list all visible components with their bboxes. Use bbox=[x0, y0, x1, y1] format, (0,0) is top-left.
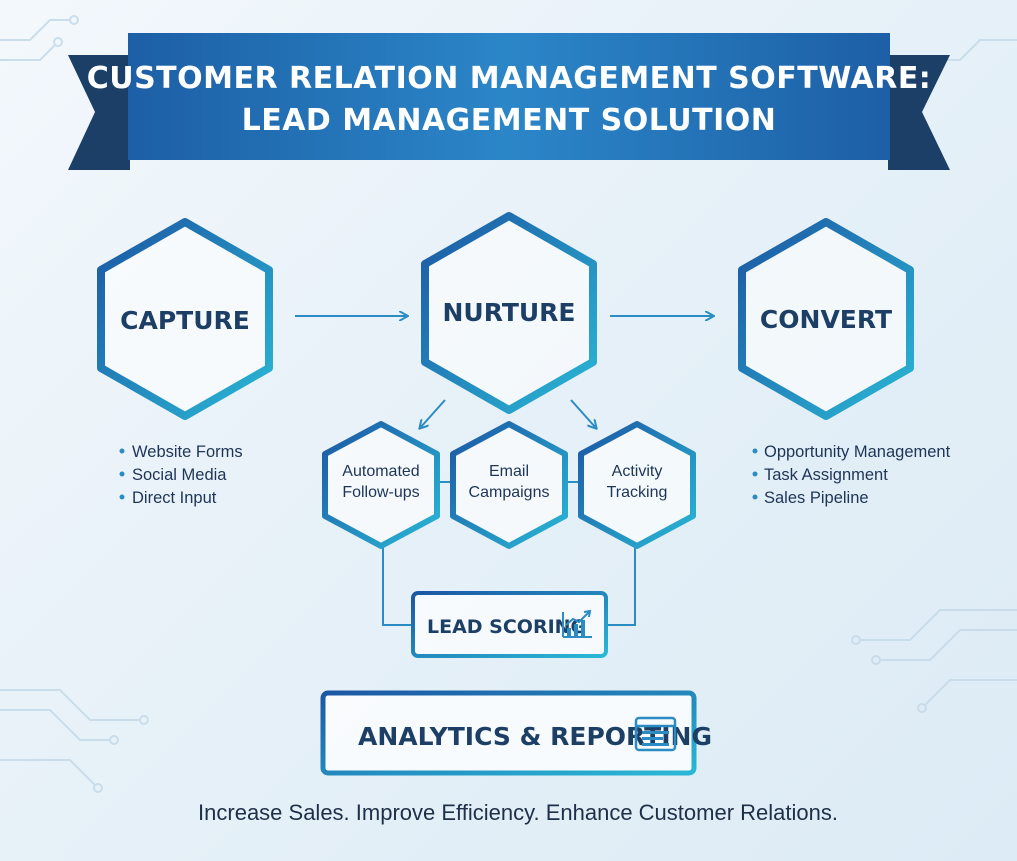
capture-bullet-list: Website Forms Social Media Direct Input bbox=[119, 443, 243, 507]
bullet-dot bbox=[119, 471, 125, 477]
tracking-line-2: Tracking bbox=[607, 484, 668, 501]
followups-line-1: Automated bbox=[342, 463, 419, 480]
stage-nurture: NURTURE bbox=[421, 212, 597, 414]
convert-bullet-list: Opportunity Management Task Assignment S… bbox=[752, 443, 951, 507]
capture-label: CAPTURE bbox=[120, 306, 250, 335]
stage-capture: CAPTURE bbox=[97, 218, 273, 420]
nurture-label: NURTURE bbox=[442, 298, 575, 327]
circuit-decoration bbox=[0, 15, 1017, 793]
title-line-1: CUSTOMER RELATION MANAGEMENT SOFTWARE: bbox=[87, 61, 932, 96]
followups-hexagon bbox=[322, 421, 440, 549]
followups-line-2: Follow-ups bbox=[342, 484, 419, 501]
step-email-campaigns: Email Campaigns bbox=[450, 421, 568, 549]
convert-bullet-1: Opportunity Management bbox=[764, 443, 951, 461]
convert-bullet-3: Sales Pipeline bbox=[764, 489, 869, 507]
arrow-nurture-to-followups bbox=[420, 399, 446, 428]
lead-scoring-box: LEAD SCORING bbox=[411, 591, 608, 658]
convert-label: CONVERT bbox=[760, 305, 892, 334]
tracking-hexagon bbox=[578, 421, 696, 549]
stage-convert: CONVERT bbox=[738, 218, 914, 420]
convert-bullet-2: Task Assignment bbox=[764, 466, 888, 484]
title-line-2: LEAD MANAGEMENT SOLUTION bbox=[242, 103, 777, 138]
ribbon-left-tail bbox=[68, 55, 130, 170]
bullet-dot bbox=[119, 448, 125, 454]
analytics-reporting-box: ANALYTICS & REPORTING bbox=[320, 690, 712, 776]
step-automated-followups: Automated Follow-ups bbox=[322, 421, 440, 549]
lead-scoring-frame bbox=[411, 591, 608, 658]
email-hexagon bbox=[450, 421, 568, 549]
convert-hexagon bbox=[738, 218, 914, 420]
email-line-1: Email bbox=[489, 463, 529, 480]
ribbon-right-tail bbox=[888, 55, 950, 170]
capture-hexagon bbox=[97, 218, 273, 420]
ribbon-band bbox=[128, 33, 890, 160]
lead-scoring-label: LEAD SCORING bbox=[427, 616, 586, 638]
capture-bullet-2: Social Media bbox=[132, 466, 227, 484]
tagline: Increase Sales. Improve Efficiency. Enha… bbox=[198, 800, 838, 825]
title-ribbon: CUSTOMER RELATION MANAGEMENT SOFTWARE: L… bbox=[68, 33, 950, 170]
report-window-icon bbox=[634, 716, 677, 752]
bullet-dot bbox=[752, 448, 758, 454]
tracking-line-1: Activity bbox=[612, 463, 663, 480]
bar-chart-icon bbox=[562, 609, 592, 638]
nurture-hexagon bbox=[421, 212, 597, 414]
step-activity-tracking: Activity Tracking bbox=[578, 421, 696, 549]
email-line-2: Campaigns bbox=[469, 484, 550, 501]
bullet-dot bbox=[752, 471, 758, 477]
bullet-dot bbox=[752, 494, 758, 500]
capture-bullet-1: Website Forms bbox=[132, 443, 243, 461]
capture-bullet-3: Direct Input bbox=[132, 489, 217, 507]
arrow-nurture-to-tracking bbox=[570, 399, 596, 428]
analytics-frame bbox=[320, 690, 697, 776]
bullet-dot bbox=[119, 494, 125, 500]
